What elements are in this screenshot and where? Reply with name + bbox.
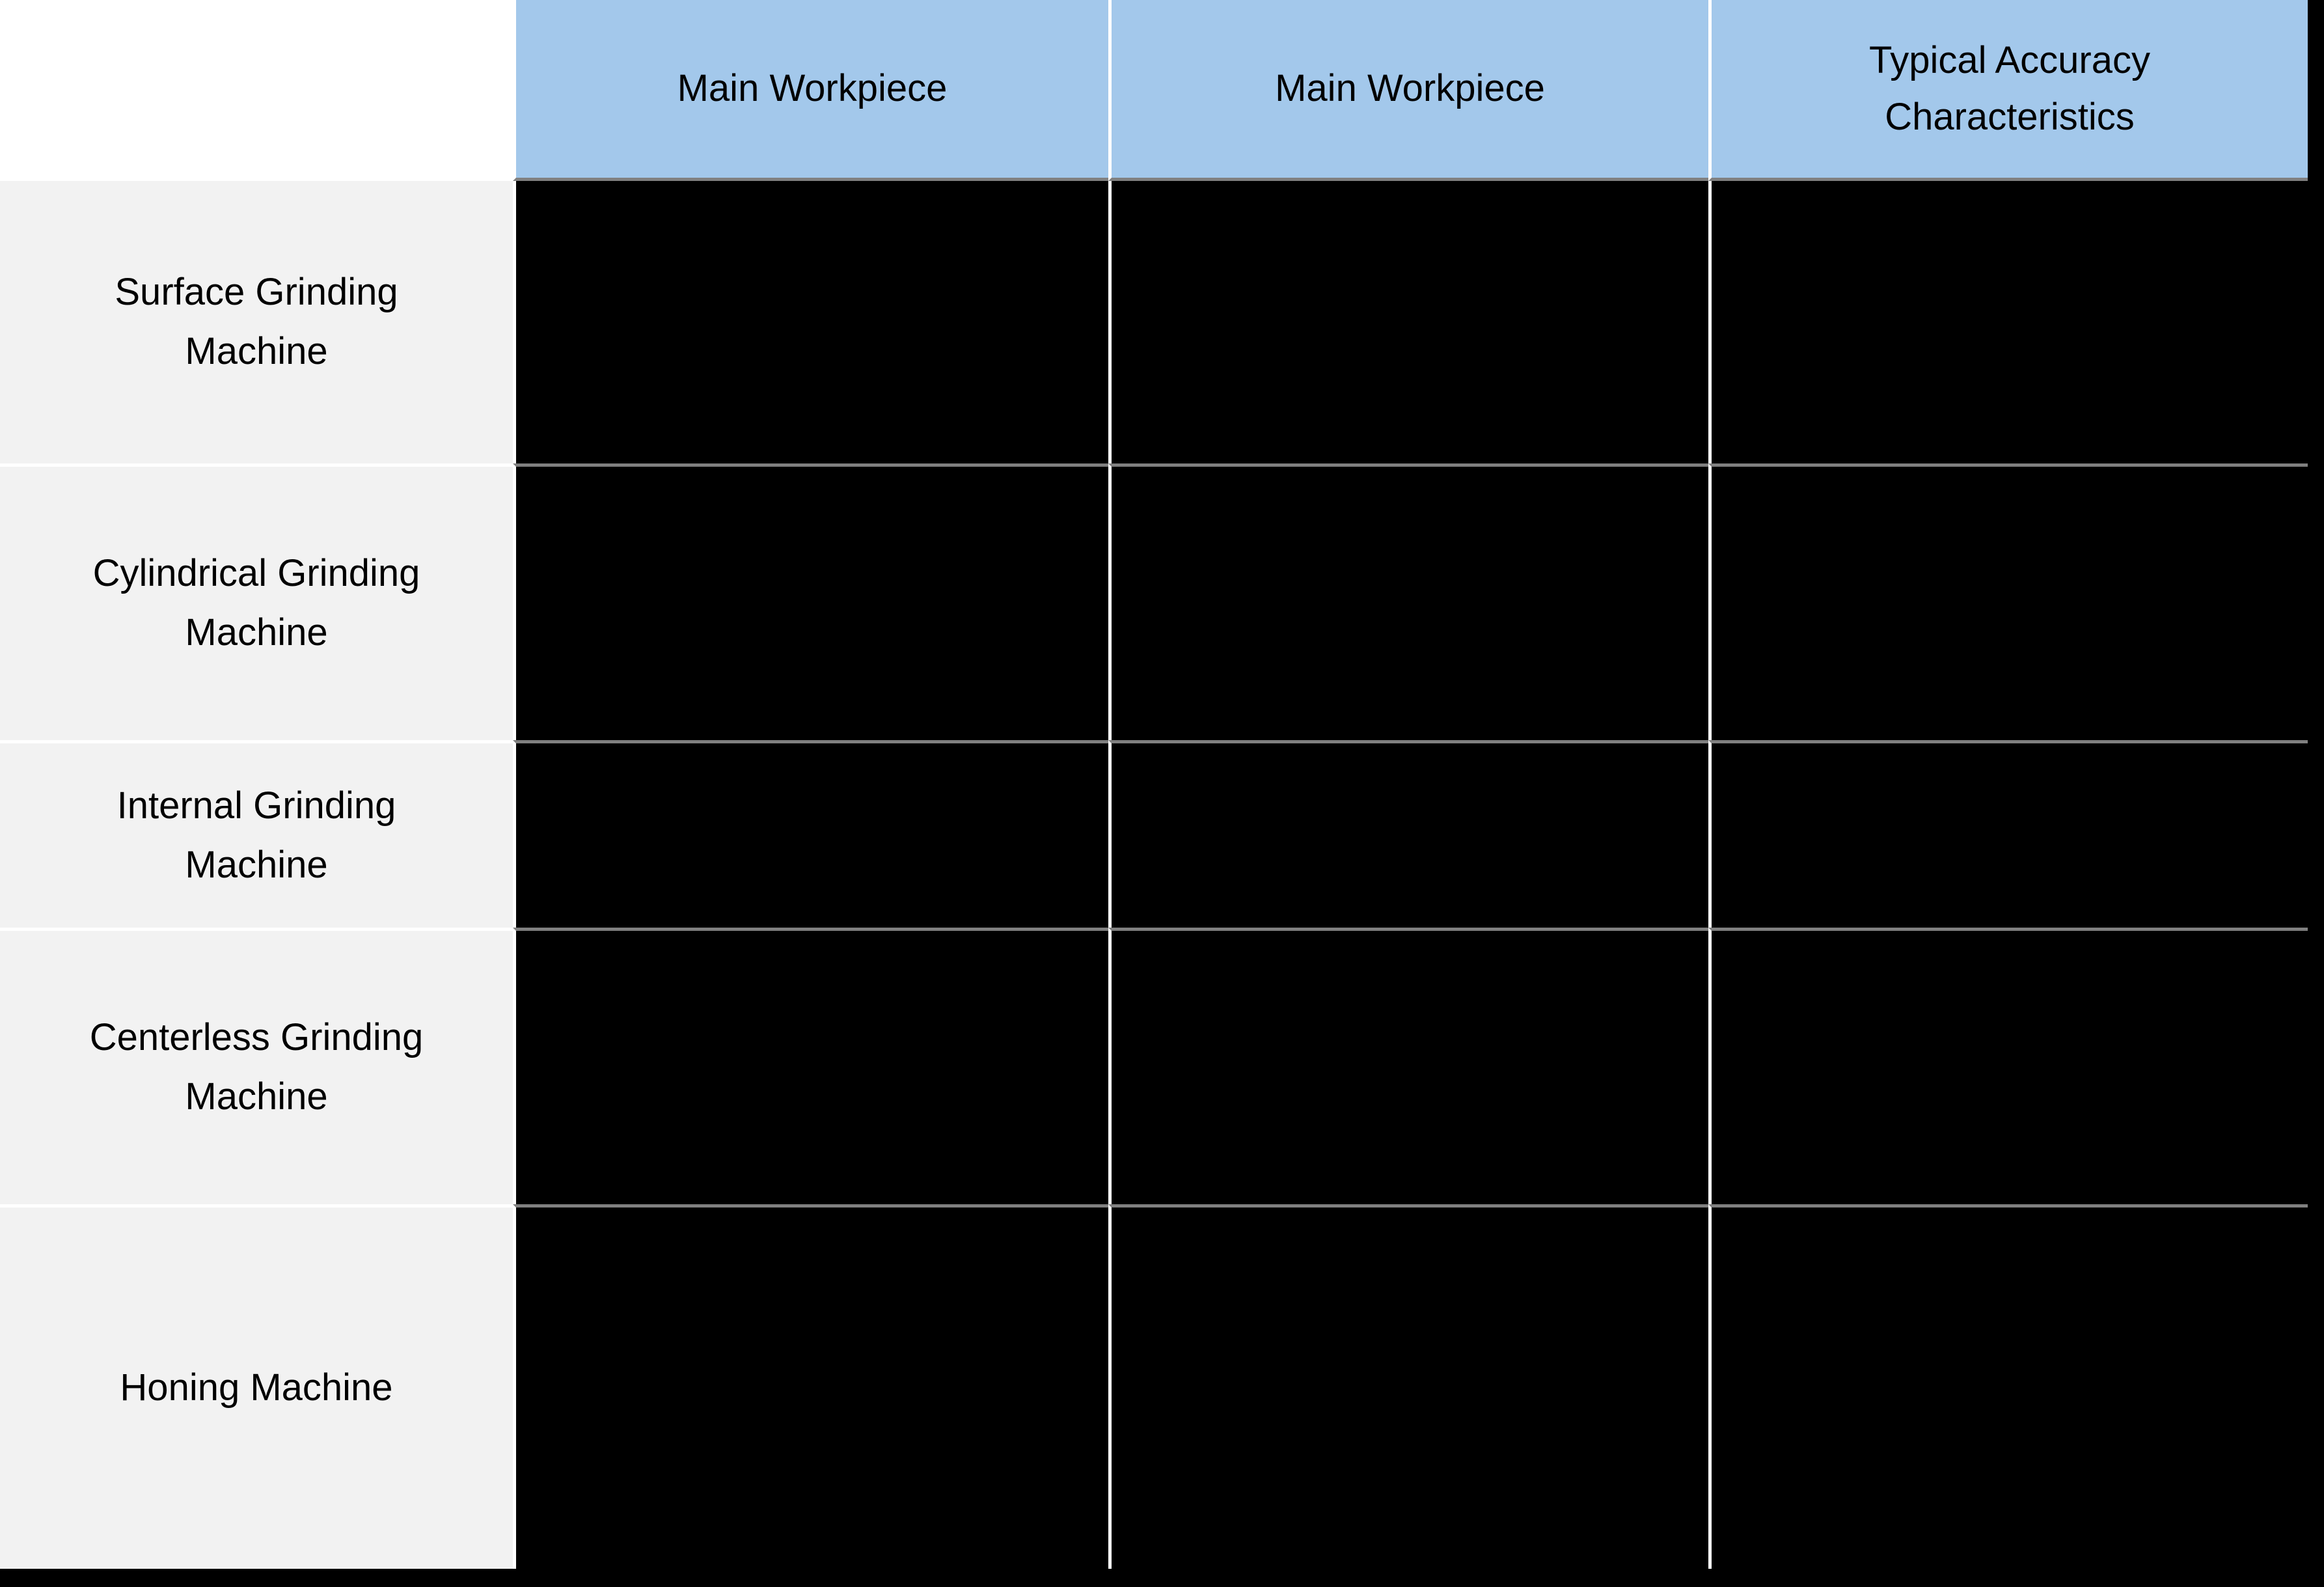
row-label-centerless-grinding-machine: Centerless Grinding Machine	[0, 928, 513, 1204]
row-label-internal-grinding-machine: Internal Grinding Machine	[0, 740, 513, 928]
table-header: Main Workpiece Main Workpiece Typical Ac…	[0, 0, 2308, 181]
row-label-cylindrical-grinding-machine: Cylindrical Grinding Machine	[0, 463, 513, 740]
row-label-honing-machine: Honing Machine	[0, 1204, 513, 1569]
table-cell-redacted	[1708, 181, 2308, 463]
row-label-line: Cylindrical Grinding	[92, 552, 420, 595]
table-header-row: Main Workpiece Main Workpiece Typical Ac…	[0, 0, 2308, 181]
table-body: Surface Grinding Machine Cylin	[0, 181, 2308, 1569]
column-header-line: Typical Accuracy	[1869, 38, 2150, 81]
row-label-line: Machine	[185, 843, 328, 886]
table-row: Centerless Grinding Machine	[0, 928, 2308, 1204]
column-header-main-workpiece-2: Main Workpiece	[1108, 0, 1708, 181]
row-label-line: Centerless Grinding	[89, 1016, 424, 1059]
table-cell-redacted	[513, 740, 1108, 928]
row-label-line: Machine	[185, 611, 328, 654]
table-cell-redacted	[513, 1204, 1108, 1569]
row-label-line: Internal Grinding	[116, 784, 396, 827]
row-label-line: Surface Grinding	[115, 271, 398, 314]
table-cell-redacted	[513, 928, 1108, 1204]
table-row: Internal Grinding Machine	[0, 740, 2308, 928]
column-header-line: Main Workpiece	[1275, 67, 1545, 110]
column-header-typical-accuracy-characteristics: Typical Accuracy Characteristics	[1708, 0, 2308, 181]
table-row: Surface Grinding Machine	[0, 181, 2308, 463]
table-cell-redacted	[1108, 181, 1708, 463]
row-label-line: Machine	[185, 1075, 328, 1118]
row-label-line: Honing Machine	[120, 1366, 393, 1409]
table-cell-redacted	[1108, 928, 1708, 1204]
row-label-surface-grinding-machine: Surface Grinding Machine	[0, 181, 513, 463]
table-cell-redacted	[1108, 463, 1708, 740]
table-cell-redacted	[1108, 740, 1708, 928]
table-corner-cell	[0, 0, 513, 181]
column-header-line: Characteristics	[1885, 95, 2135, 138]
table-row: Honing Machine	[0, 1204, 2308, 1569]
row-label-line: Machine	[185, 330, 328, 372]
table-cell-redacted	[1708, 1204, 2308, 1569]
table-cell-redacted	[513, 181, 1108, 463]
table-cell-redacted	[1708, 740, 2308, 928]
page-right-margin	[2308, 0, 2324, 1569]
table-cell-redacted	[513, 463, 1108, 740]
table-row: Cylindrical Grinding Machine	[0, 463, 2308, 740]
page-bottom-margin	[0, 1569, 2324, 1587]
column-header-line: Main Workpiece	[677, 67, 948, 110]
column-header-main-workpiece-1: Main Workpiece	[513, 0, 1108, 181]
table-cell-redacted	[1108, 1204, 1708, 1569]
table-cell-redacted	[1708, 928, 2308, 1204]
table-cell-redacted	[1708, 463, 2308, 740]
